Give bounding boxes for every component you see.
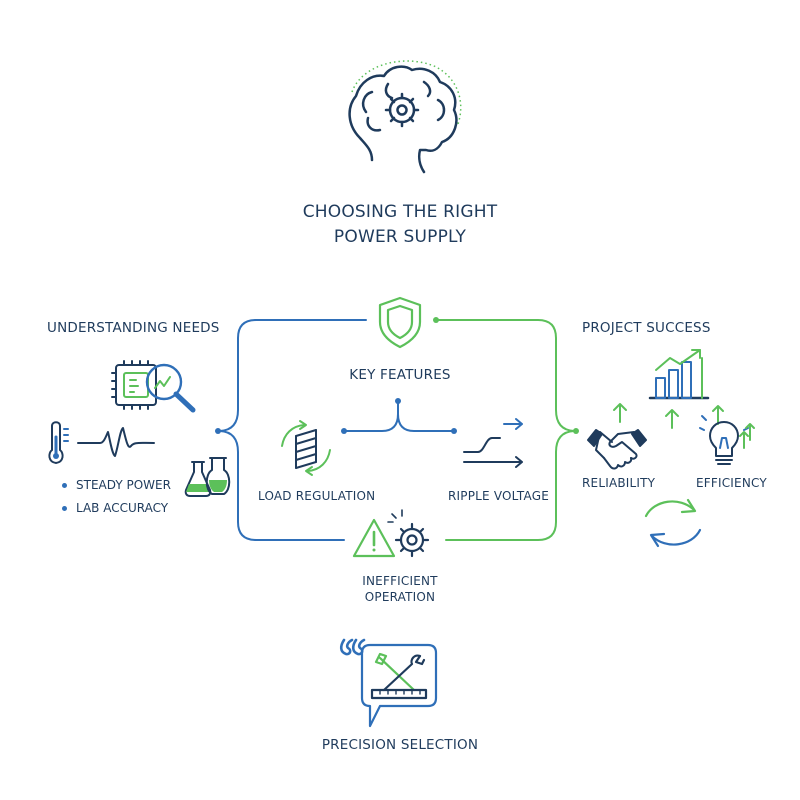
flasks-icon	[184, 457, 231, 497]
up-arrows-icon	[613, 403, 724, 429]
title-line-2: POWER SUPPLY	[333, 227, 467, 247]
waveform-icon	[77, 427, 155, 457]
title-line-1: CHOOSING THE RIGHT	[302, 202, 498, 222]
precision-selection-label: PRECISION SELECTION	[321, 737, 479, 753]
inefficient-label-line-2: OPERATION	[364, 590, 436, 604]
central-frame	[215, 317, 579, 541]
ripple-arrows-icon	[463, 418, 523, 468]
growth-chart-icon	[648, 349, 710, 400]
lightbulb-icon	[699, 415, 755, 465]
chip-magnifier-icon	[111, 360, 196, 413]
inefficient-label-line-1: INEFFICIENT	[362, 574, 438, 588]
cycle-arrows-icon	[644, 498, 702, 548]
spring-cycle-icon	[281, 420, 331, 476]
load-regulation-label: LOAD REGULATION	[258, 489, 376, 503]
understanding-needs-heading: UNDERSTANDING NEEDS	[47, 320, 220, 336]
thermometer-icon	[48, 421, 69, 465]
needs-bullet-list: STEADY POWER LAB ACCURACY	[62, 474, 171, 520]
brain-gear-icon	[348, 65, 458, 174]
bullet-lab-accuracy: LAB ACCURACY	[62, 497, 171, 520]
warning-gear-icon	[352, 509, 430, 558]
shield-icon	[378, 296, 422, 349]
project-success-heading: PROJECT SUCCESS	[582, 320, 711, 336]
bullet-steady-power: STEADY POWER	[62, 474, 171, 497]
brain-dotted-arc	[351, 60, 462, 125]
ripple-voltage-label: RIPPLE VOLTAGE	[448, 489, 549, 503]
tools-speech-icon	[339, 638, 438, 728]
efficiency-label: EFFICIENCY	[696, 476, 767, 490]
handshake-icon	[587, 429, 647, 470]
key-features-heading: KEY FEATURES	[349, 367, 451, 383]
reliability-label: RELIABILITY	[582, 476, 656, 490]
